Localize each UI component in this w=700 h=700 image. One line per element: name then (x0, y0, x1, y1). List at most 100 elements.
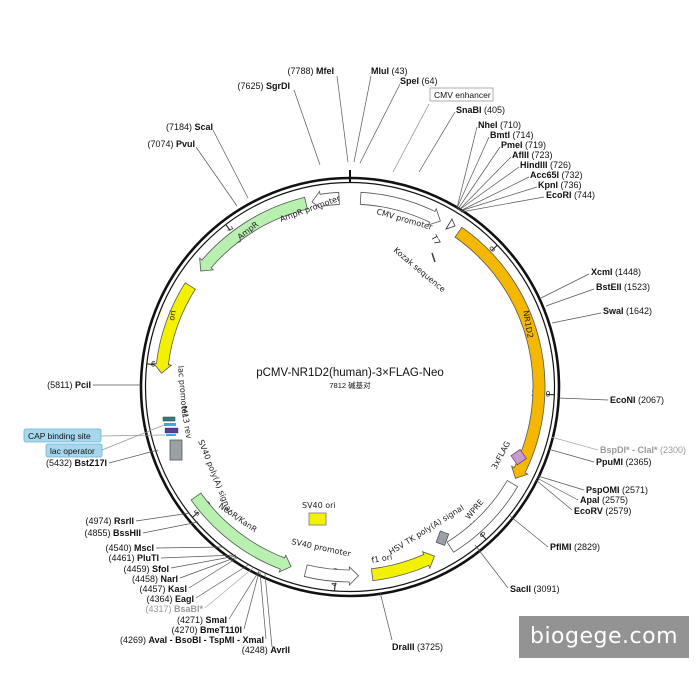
cap-site-marker (166, 434, 176, 436)
svg-text:KpnI (736): KpnI (736) (538, 180, 582, 190)
site-mlui: MluI (43) (353, 66, 408, 163)
tick-mark (480, 533, 487, 540)
svg-text:PspOMI (2571): PspOMI (2571) (586, 485, 648, 495)
site-bsshii: (4855) BssHII (84, 521, 199, 538)
svg-text:DraIII (3725): DraIII (3725) (392, 642, 443, 652)
cmv-enhancer-tag: CMV enhancer (392, 87, 494, 173)
site-pluti: (4461) PluTI (108, 553, 237, 563)
site-bspdi-clai: BspDI* - ClaI* (2300) (550, 436, 686, 455)
svg-text:CMV enhancer: CMV enhancer (434, 90, 491, 100)
feature-nr1d2 (454, 226, 546, 479)
m13-marker (162, 416, 176, 422)
site-bsteii: BstEII (1523) (545, 282, 650, 307)
site-pspomi: PspOMI (2571) (537, 475, 648, 495)
svg-text:(7625) SgrDI: (7625) SgrDI (237, 81, 290, 91)
svg-text:(4270) BmeT110I: (4270) BmeT110I (171, 625, 242, 635)
svg-text:(7184) ScaI: (7184) ScaI (166, 122, 213, 132)
site-ecorv: EcoRV (2579) (535, 479, 631, 516)
kozak-marker (431, 252, 436, 263)
svg-text:lac operator: lac operator (50, 446, 95, 456)
svg-text:(5432) BstZ17I: (5432) BstZ17I (46, 458, 107, 468)
svg-text:BmtI (714): BmtI (714) (490, 130, 534, 140)
svg-text:(4248) AvrII: (4248) AvrII (242, 645, 290, 655)
feature-sv40-promoter (303, 564, 360, 586)
svg-text:SwaI (1642): SwaI (1642) (603, 306, 652, 316)
site-econi: EcoNI (2067) (558, 395, 664, 405)
svg-text:AflII (723): AflII (723) (512, 150, 553, 160)
site-nari: (4458) NarI (132, 556, 238, 584)
site-sacii: SacII (3091) (474, 544, 560, 594)
svg-text:(4458) NarI: (4458) NarI (132, 574, 178, 584)
svg-text:SpeI (64): SpeI (64) (400, 76, 438, 86)
site-bsabi: (4317) BsaBI* (145, 567, 254, 614)
site-mfei: (7788) MfeI (287, 66, 349, 163)
site-pmei: PmeI (719) (457, 140, 546, 210)
site-spei: SpeI (64) (359, 76, 438, 164)
sv40-ori-label: SV40 ori (302, 501, 336, 510)
site-hindiii: HindIII (726) (458, 160, 571, 211)
site-pflmi: PflMI (2829) (509, 515, 600, 552)
svg-text:HindIII (726): HindIII (726) (520, 160, 571, 170)
svg-text:(4461) PluTI: (4461) PluTI (108, 553, 159, 563)
svg-text:(4974) RsrII: (4974) RsrII (85, 516, 134, 526)
ori-label: ori (167, 310, 178, 322)
tick-mark (225, 224, 231, 231)
site-scai: (7184) ScaI (166, 122, 249, 199)
plasmid-title: pCMV-NR1D2(human)-3×FLAG-Neo (256, 367, 444, 379)
sv40-ori-marker (308, 512, 327, 526)
feature-ori (152, 282, 196, 374)
site-swai: SwaI (1642) (551, 306, 652, 324)
svg-text:PflMI (2829): PflMI (2829) (550, 542, 600, 552)
svg-text:EcoRI (744): EcoRI (744) (546, 190, 595, 200)
svg-text:PpuMI (2365): PpuMI (2365) (596, 457, 652, 467)
svg-text:(5811) PciI: (5811) PciI (47, 380, 91, 390)
site-apai: ApaI (2575) (536, 477, 628, 505)
tick-mark (192, 512, 199, 518)
feature-cmv-promoter (359, 191, 441, 226)
site-pcii: (5811) PciI (47, 380, 141, 390)
site-smai: (4271) SmaI (177, 570, 260, 625)
feature-layer (152, 190, 546, 586)
feature-neor-kanr (190, 492, 292, 573)
flag-tag-marker (510, 448, 527, 466)
svg-text:XcmI (1448): XcmI (1448) (591, 267, 641, 277)
feature-ampr (199, 196, 308, 272)
svg-text:BspDI* - ClaI* (2300): BspDI* - ClaI* (2300) (600, 445, 686, 455)
site-pvui: (7074) PvuI (147, 139, 238, 207)
cap-site-tag: CAP binding site (23, 428, 166, 443)
site-aflii: AflII (723) (458, 150, 553, 211)
site-rsrii: (4974) RsrII (85, 512, 191, 526)
svg-text:EcoRV (2579): EcoRV (2579) (574, 506, 631, 516)
svg-text:(4317) BsaBI*: (4317) BsaBI* (145, 604, 203, 614)
svg-text:NheI (710): NheI (710) (478, 120, 521, 130)
svg-text:PmeI (719): PmeI (719) (501, 140, 546, 150)
site-nhei: NheI (710) (456, 120, 521, 209)
restriction-sites: (7788) MfeI MluI (43) SpeI (64) (7625) S… (46, 66, 686, 655)
flag-label: 3xFLAG (490, 440, 512, 471)
lac-promoter-label: lac promoter (176, 365, 189, 417)
sv40-promoter-label: SV40 promoter (291, 537, 353, 559)
site-draiii: DraIII (3725) (379, 591, 443, 652)
small-features (162, 218, 527, 546)
svg-text:(4364) EagI: (4364) EagI (146, 594, 194, 604)
f1-ori-label: f1 ori (371, 552, 393, 564)
site-kpni: KpnI (736) (459, 180, 582, 212)
svg-text:(4540) MscI: (4540) MscI (105, 543, 154, 553)
svg-text:SnaBI (405): SnaBI (405) (456, 105, 505, 115)
svg-text:(4459) SfoI: (4459) SfoI (123, 564, 169, 574)
site-bmet110i: (4270) BmeT110I (171, 571, 260, 635)
tick-mark (147, 363, 155, 366)
site-ecori: EcoRI (744) (460, 190, 595, 213)
tick-layer: 1000200030004000500060007000 (147, 224, 554, 591)
svg-text:BstEII (1523): BstEII (1523) (596, 282, 650, 292)
lac-promoter-marker (164, 427, 179, 434)
tick-mark (334, 583, 336, 591)
site-ppumi: PpuMI (2365) (547, 448, 652, 467)
svg-text:(4271) SmaI: (4271) SmaI (177, 615, 227, 625)
site-msci: (4540) MscI (105, 543, 225, 553)
sv40-polya-marker (169, 439, 183, 461)
svg-text:(4457) KasI: (4457) KasI (139, 584, 187, 594)
lac-operator-tag: lac operator (45, 424, 165, 458)
svg-text:CAP binding site: CAP binding site (28, 431, 91, 441)
